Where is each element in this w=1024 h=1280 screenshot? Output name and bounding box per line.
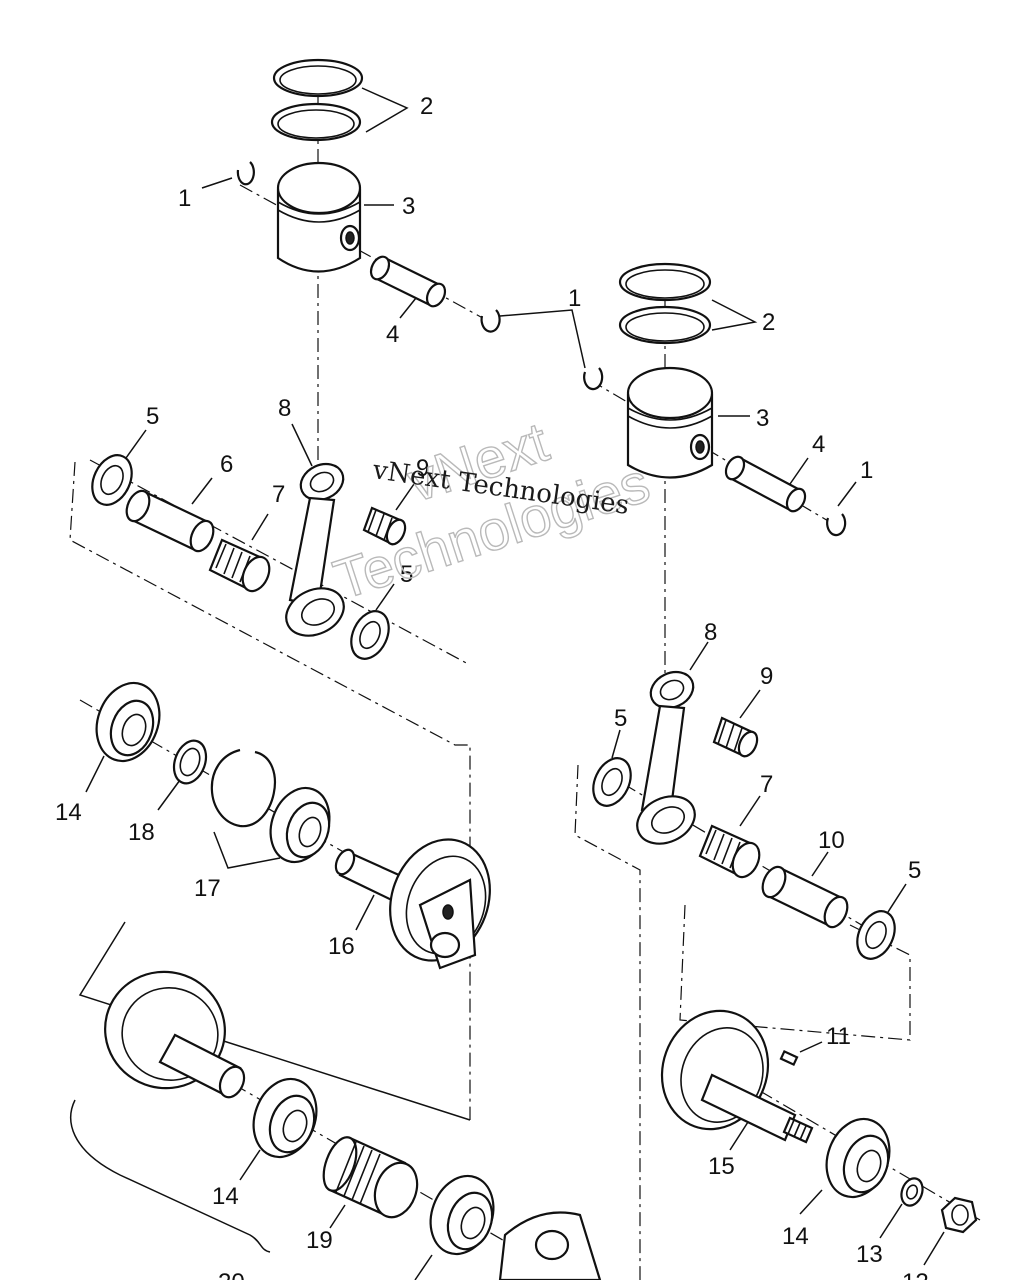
callout-5-right-bottom: 5 [908,857,921,884]
circlip-left-1 [236,161,255,186]
circlip-center [480,309,604,391]
callout-12: 12 [902,1269,929,1280]
crank-pin-right [761,865,849,929]
callout-13: 13 [856,1241,883,1268]
nut-12 [940,1196,978,1234]
ball-bearing-left-inner [269,786,331,864]
callout-9-right: 9 [760,663,773,690]
callout-3-left: 3 [402,193,415,220]
callout-19: 19 [306,1227,333,1254]
callout-14-left: 14 [55,799,82,826]
connecting-rod-right [636,670,696,845]
thrust-washer-right-bottom [856,910,896,960]
callout-11: 11 [826,1023,851,1050]
ball-bearing-left-lower [252,1077,318,1159]
callout-16: 16 [328,933,355,960]
callout-3-right: 3 [756,405,769,432]
callout-6: 6 [220,451,233,478]
needle-bearing-left-big [208,538,271,593]
callout-7-left: 7 [272,481,285,508]
thrust-washer-right-top [592,757,632,807]
circlip-right [826,513,847,537]
needle-bearing-right-small [712,716,759,758]
callout-1-left: 1 [178,185,191,212]
piston-rings-left [270,58,364,142]
callout-14-right: 14 [782,1223,809,1250]
callout-9-left: 9 [416,455,429,482]
connecting-rod-left [285,462,345,637]
ball-bearing-right-14 [825,1117,891,1199]
callout-10: 10 [818,827,845,854]
callout-2-right: 2 [762,309,775,336]
crank-half-16 [334,838,491,970]
callout-18: 18 [128,819,155,846]
callout-17: 17 [194,875,221,902]
ball-bearing-left-bottom [429,1174,495,1256]
callout-1-right: 1 [860,457,873,484]
retaining-ring-17 [210,748,276,828]
callout-14-lower: 14 [212,1183,239,1210]
crankshaft-right-15 [660,1009,814,1144]
callout-5-left-mid: 5 [400,561,413,588]
callout-4-right: 4 [812,431,825,458]
callout-5-right-top: 5 [614,705,627,732]
needle-bearing-left-small [362,506,407,546]
callouts: 1 2 3 4 1 2 3 4 1 5 6 7 8 9 5 8 9 5 7 10… [55,93,929,1280]
leader-lines [85,87,945,1280]
callout-7-right: 7 [760,771,773,798]
ball-bearing-left-outer [95,681,161,763]
callout-5-left-top: 5 [146,403,159,430]
labyrinth-seal-19 [322,1136,419,1219]
callout-8-right: 8 [704,619,717,646]
wrist-pin-right [724,455,807,513]
callout-20: 20 [218,1269,245,1280]
crankshaft-left-lower [104,970,246,1099]
crank-web-left-bottom [498,1211,602,1280]
piston-rings-right [618,262,712,345]
piston-left [276,161,362,273]
thrust-washer-left-top [91,454,133,506]
needle-bearing-right-big [698,824,761,879]
callout-2-left: 2 [420,93,433,120]
lock-washer-13 [900,1177,924,1207]
crank-pin-left [125,489,215,553]
callout-1-center: 1 [568,285,581,312]
woodruff-key-11 [779,1049,799,1067]
wrist-pin-left [369,255,447,308]
thrust-washer-left-bottom [350,610,390,660]
callout-15: 15 [708,1153,735,1180]
callout-8-left: 8 [278,395,291,422]
piston-right [626,366,714,479]
callout-4-left: 4 [386,321,399,348]
snap-ring-18 [172,739,208,785]
